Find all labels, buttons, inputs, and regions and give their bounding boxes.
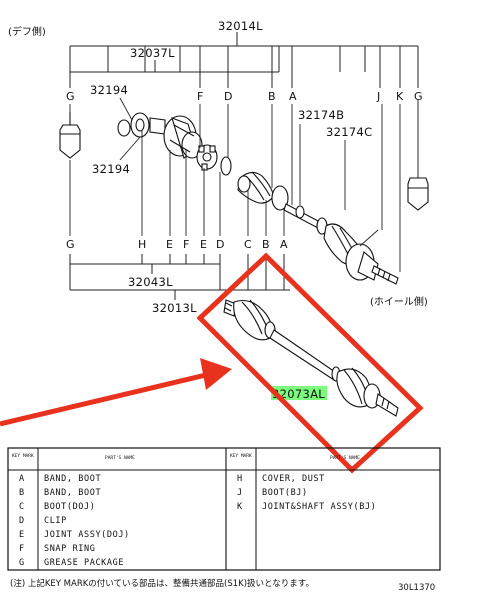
red-callout-box [196,252,424,474]
table-row: H COVER, DUST [237,474,325,484]
bottom-letter-g: G [66,238,75,251]
label-32073AL: 32073AL [272,387,325,401]
top-letter-a: A [289,90,297,103]
red-arrow-icon [0,358,232,427]
bottom-bracket-lines [69,254,290,300]
row-key: C [19,502,25,512]
spline-stub [149,117,166,135]
row-name: BOOT(DOJ) [44,502,95,512]
row-key: A [19,474,25,484]
row-key: D [19,516,25,526]
header-key-mark-right: KEY MARK [230,453,252,459]
label-32043L: 32043L [128,275,173,289]
top-letter-g-left: G [66,90,75,103]
table-right-rows: H COVER, DUST J BOOT(BJ) K JOINT&SHAFT A… [237,474,376,512]
doj-outer-race [163,115,203,159]
doj-inner-spider [196,144,218,171]
label-wheel-side: (ホイール側) [370,295,428,308]
row-name: BAND, BOOT [44,488,101,498]
top-letter-b: B [268,90,276,103]
top-letter-d: D [224,90,232,103]
bottom-letter-f: F [183,238,189,251]
table-row: E JOINT ASSY(DOJ) [19,530,130,540]
row-key: F [19,544,25,554]
o-ring-32194 [117,119,131,137]
row-key: J [237,488,243,498]
row-key: K [237,502,243,512]
boot-band-b [271,185,289,211]
bottom-letter-d: D [216,238,224,251]
bottom-key-letters: G H E F E D C B A [66,238,288,251]
letter-leaders [69,104,401,272]
top-bracket-lines [69,32,419,88]
row-name: GREASE PACKAGE [44,558,124,568]
row-name: BOOT(BJ) [262,488,308,498]
top-letter-j: J [376,90,380,103]
snap-ring [220,156,232,176]
row-key: H [237,474,243,484]
label-32174C: 32174C [326,125,372,139]
table-header: KEY MARK PART'S NAME KEY MARK PART'S NAM… [12,453,360,461]
table-row: J BOOT(BJ) [237,488,308,498]
boot-band-a [295,205,305,219]
drawing-code: 30L1370 [398,583,435,593]
top-letter-g-right: G [414,90,423,103]
label-32194-top: 32194 [90,83,128,97]
table-row: G GREASE PACKAGE [19,558,124,568]
label-32014L: 32014L [218,19,263,33]
footer-note: (注) 上記KEY MARKの付いている部品は、整備共通部品(S1K)扱いとなり… [10,578,314,589]
row-name: JOINT&SHAFT ASSY(BJ) [262,502,376,512]
row-name: CLIP [44,516,67,526]
table-row: C BOOT(DOJ) [19,502,95,512]
row-key: B [19,488,25,498]
label-32037L: 32037L [130,46,175,60]
row-key: G [19,558,25,568]
bottom-letter-b: B [262,238,270,251]
row-name: BAND, BOOT [44,474,101,484]
highlight-32073AL [271,386,327,400]
bottom-letter-e-1: E [166,238,173,251]
label-32013L: 32013L [152,301,197,315]
table-row: K JOINT&SHAFT ASSY(BJ) [237,502,376,512]
table-left-rows: A BAND, BOOT B BAND, BOOT C BOOT(DOJ) D … [19,474,130,568]
bj-outer-race [345,243,379,281]
bottom-letter-h: H [138,238,146,251]
stub-axle [371,265,399,285]
row-name: JOINT ASSY(DOJ) [44,530,130,540]
label-diff-side: (デフ側) [8,25,46,38]
label-32174B: 32174B [298,108,344,122]
top-key-letters: G F D B A J K G [66,90,423,103]
boot-doj [237,171,275,204]
parts-table [7,447,441,571]
bottom-letter-a: A [280,238,288,251]
row-name: SNAP RING [44,544,95,554]
assembled-drive-shaft [223,299,399,417]
table-row: B BAND, BOOT [19,488,101,498]
bottom-letter-e-2: E [200,238,207,251]
header-parts-name-left: PART'S NAME [105,455,135,461]
row-key: E [19,530,25,540]
header-key-mark-left: KEY MARK [12,453,34,459]
bottom-letter-c: C [244,238,252,251]
header-parts-name-right: PART'S NAME [330,455,360,461]
label-32194-bottom: 32194 [92,162,130,176]
table-row: A BAND, BOOT [19,474,101,484]
part-leader-lines [119,97,346,210]
top-letter-f: F [197,90,203,103]
table-row: F SNAP RING [19,544,95,554]
grease-package-right [407,100,429,211]
washer [130,112,150,138]
row-name: COVER, DUST [262,474,325,484]
top-letter-k: K [396,90,404,103]
bottom-leaders [69,130,285,236]
table-row: D CLIP [19,516,67,526]
exploded-parts [59,100,429,285]
